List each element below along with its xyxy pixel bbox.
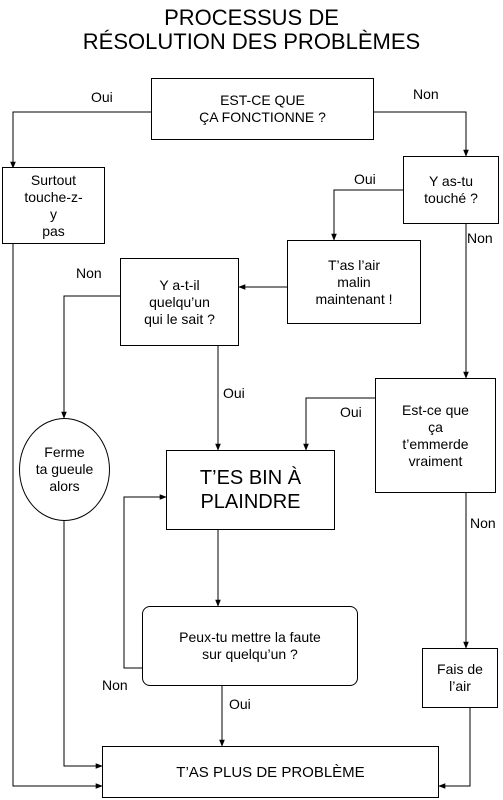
label-non-fonctionne: Non (413, 86, 439, 102)
edge-ferme-to-plus (63, 521, 103, 769)
node-text: T’ES BIN À (199, 467, 302, 489)
edge-oui-touche (331, 189, 403, 241)
node-touche: Y as-tu touché ? (403, 156, 499, 224)
label-non-faute: Non (102, 677, 128, 693)
edge-non-quelquun (61, 295, 120, 419)
node-text: t’emmerde (402, 435, 469, 452)
node-text: vraiment (408, 452, 463, 469)
node-text: qui le sait ? (144, 310, 215, 327)
node-text: pas (42, 222, 65, 239)
edge-fais-to-plus (438, 708, 471, 789)
node-text: Fais de (437, 661, 483, 677)
node-plaindre: T’ES BIN À PLAINDRE (166, 450, 335, 530)
node-text: alors (49, 478, 80, 494)
label-non-emmerde: Non (470, 515, 496, 531)
node-text: y (49, 205, 57, 222)
node-text: T’as l’air (327, 256, 381, 273)
node-text: malin (337, 273, 371, 290)
node-text: maintenant ! (315, 290, 393, 307)
node-text: ça (428, 418, 443, 435)
node-plus: T’AS PLUS DE PROBLÈME (102, 746, 439, 798)
title-line-2: RÉSOLUTION DES PROBLÈMES (82, 29, 421, 54)
node-emmerde: Est-ce que ça t’emmerde vraiment (375, 378, 496, 493)
node-text: Y as-tu (428, 173, 474, 189)
node-fonctionne: EST-CE QUE ÇA FONCTIONNE ? (151, 78, 374, 140)
node-surtout: Surtout touche-z- y pas (2, 167, 105, 244)
node-text: touché ? (424, 190, 478, 206)
node-text: Y a-t-il (159, 276, 200, 293)
node-text: touche-z- (24, 188, 83, 205)
node-text: sur quelqu’un ? (202, 646, 298, 662)
node-text: Ferme (44, 444, 85, 460)
node-ferme: Ferme ta gueule alors (19, 418, 110, 521)
edge-non-fonctionne (374, 111, 469, 157)
node-text: ÇA FONCTIONNE ? (199, 109, 326, 125)
label-oui-touche: Oui (354, 171, 376, 187)
edge-non-faute (123, 494, 167, 669)
node-text: EST-CE QUE (220, 92, 305, 108)
edge-oui-emmerde (303, 397, 375, 451)
node-text: quelqu’un (149, 293, 210, 310)
edge-oui-fonctionne (10, 111, 151, 169)
label-oui-emmerde: Oui (340, 404, 362, 420)
node-malin: T’as l’air malin maintenant ! (287, 240, 421, 324)
node-text: ta gueule (35, 461, 94, 477)
edge-surtout-to-plus (12, 244, 103, 789)
label-oui-quelquun: Oui (223, 385, 245, 401)
label-non-touche: Non (467, 230, 493, 246)
node-fais: Fais de l’air (422, 648, 498, 708)
node-text: PLAINDRE (200, 491, 301, 513)
label-oui-faute: Oui (229, 696, 251, 712)
node-text: Surtout (30, 171, 77, 188)
label-non-quelquun: Non (76, 265, 102, 281)
node-quelquun: Y a-t-il quelqu’un qui le sait ? (120, 258, 239, 346)
node-text: l’air (449, 678, 471, 694)
node-text: Peux-tu mettre la faute (179, 629, 321, 645)
label-oui-fonctionne: Oui (91, 89, 113, 105)
title-line-1: PROCESSUS DE (164, 5, 339, 30)
node-faute: Peux-tu mettre la faute sur quelqu’un ? (142, 606, 358, 686)
node-text: Est-ce que (402, 401, 469, 418)
node-text: T’AS PLUS DE PROBLÈME (176, 763, 365, 781)
